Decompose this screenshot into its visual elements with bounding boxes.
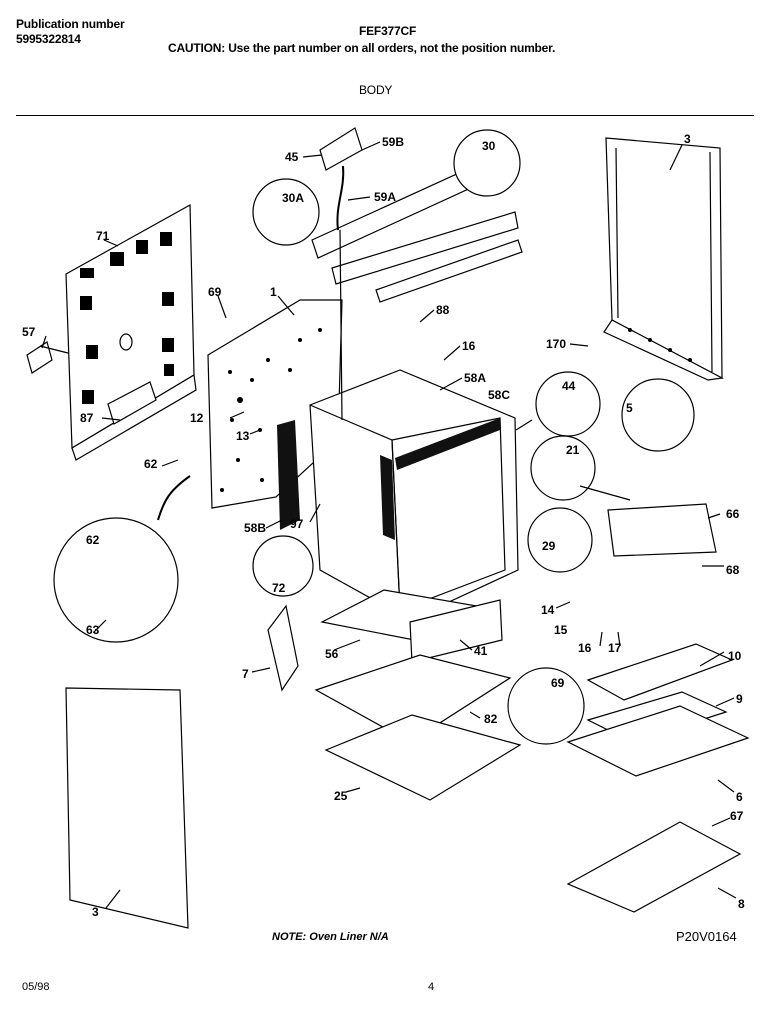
callout-69-top: 69 — [208, 285, 222, 299]
callout-72: 72 — [272, 581, 286, 595]
pointer-arrow — [157, 475, 191, 521]
back-panel-71 — [65, 203, 197, 461]
callout-58b: 58B — [244, 521, 266, 535]
leader-lines — [41, 141, 737, 909]
callout-21: 21 — [566, 443, 580, 457]
callout-3-top: 3 — [684, 132, 691, 146]
detail-circle-72 — [252, 535, 314, 597]
detail-circle-69 — [507, 667, 585, 745]
model-number: FEF377CF — [359, 24, 417, 38]
detail-circle-5 — [621, 378, 695, 452]
drawer-25 — [324, 714, 522, 801]
callout-5: 5 — [626, 401, 633, 415]
part-7 — [267, 604, 299, 692]
callout-14: 14 — [541, 603, 555, 617]
callout-3-bottom: 3 — [92, 905, 99, 919]
top-rails — [311, 127, 523, 303]
oven-cavity — [277, 369, 519, 621]
publication-number: 5995322814 — [16, 32, 81, 46]
callout-71: 71 — [96, 229, 110, 243]
callout-88: 88 — [436, 303, 450, 317]
callout-13: 13 — [236, 429, 250, 443]
callout-69-bottom: 69 — [551, 676, 565, 690]
callout-45: 45 — [285, 150, 299, 164]
header-rule — [16, 115, 754, 116]
callout-10: 10 — [728, 649, 742, 663]
callout-62-main: 62 — [144, 457, 158, 471]
callout-16-bottom: 16 — [578, 641, 592, 655]
callout-8: 8 — [738, 897, 745, 911]
callout-97: 97 — [290, 517, 304, 531]
callout-62-detail: 62 — [86, 533, 100, 547]
callout-82: 82 — [484, 712, 498, 726]
rack-10 — [586, 643, 734, 701]
rack-6 — [566, 705, 750, 777]
figure-id: P20V0164 — [676, 929, 737, 944]
callout-57: 57 — [22, 325, 36, 339]
callout-58a: 58A — [464, 371, 486, 385]
callout-1: 1 — [270, 285, 277, 299]
page-number: 4 — [428, 981, 435, 993]
callout-labels: 45 59B 30 30A 59A 3 71 1 69 88 57 16 170… — [22, 132, 745, 919]
callout-63: 63 — [86, 623, 100, 637]
callout-7: 7 — [242, 667, 249, 681]
side-panel-3-bottom — [65, 687, 189, 929]
element-8 — [566, 821, 742, 913]
caution-text: CAUTION: Use the part number on all orde… — [168, 41, 556, 55]
callout-59b: 59B — [382, 135, 404, 149]
callout-58c: 58C — [488, 388, 510, 402]
callout-6: 6 — [736, 790, 743, 804]
print-date: 05/98 — [22, 981, 50, 993]
callout-30a: 30A — [282, 191, 304, 205]
callout-68: 68 — [726, 563, 740, 577]
callout-41: 41 — [474, 644, 488, 658]
panel-82 — [314, 654, 512, 743]
side-panel-3-top — [603, 137, 724, 381]
callout-67: 67 — [730, 809, 744, 823]
callout-29: 29 — [542, 539, 556, 553]
callout-44: 44 — [562, 379, 576, 393]
detail-circle-30 — [453, 129, 521, 197]
callout-17: 17 — [608, 641, 622, 655]
detail-circle-21 — [530, 435, 596, 501]
section-title: BODY — [359, 83, 393, 97]
callout-25: 25 — [334, 789, 348, 803]
detail-circle-29 — [527, 507, 593, 573]
part-57 — [26, 341, 53, 374]
plate-41 — [409, 599, 503, 663]
callout-12: 12 — [190, 411, 204, 425]
detail-circle-30a — [252, 178, 320, 246]
detail-circle-62 — [53, 517, 179, 643]
callout-59a: 59A — [374, 190, 396, 204]
element-66 — [607, 503, 717, 557]
publication-label: Publication number — [16, 17, 125, 31]
tube-59a — [336, 165, 345, 231]
callout-15: 15 — [554, 623, 568, 637]
callout-16-top: 16 — [462, 339, 476, 353]
callout-66: 66 — [726, 507, 740, 521]
callout-87: 87 — [80, 411, 94, 425]
oven-liner-note: NOTE: Oven Liner N/A — [272, 931, 389, 943]
callout-170: 170 — [546, 337, 566, 351]
callout-56: 56 — [325, 647, 339, 661]
callout-9: 9 — [736, 692, 743, 706]
callout-30: 30 — [482, 139, 496, 153]
